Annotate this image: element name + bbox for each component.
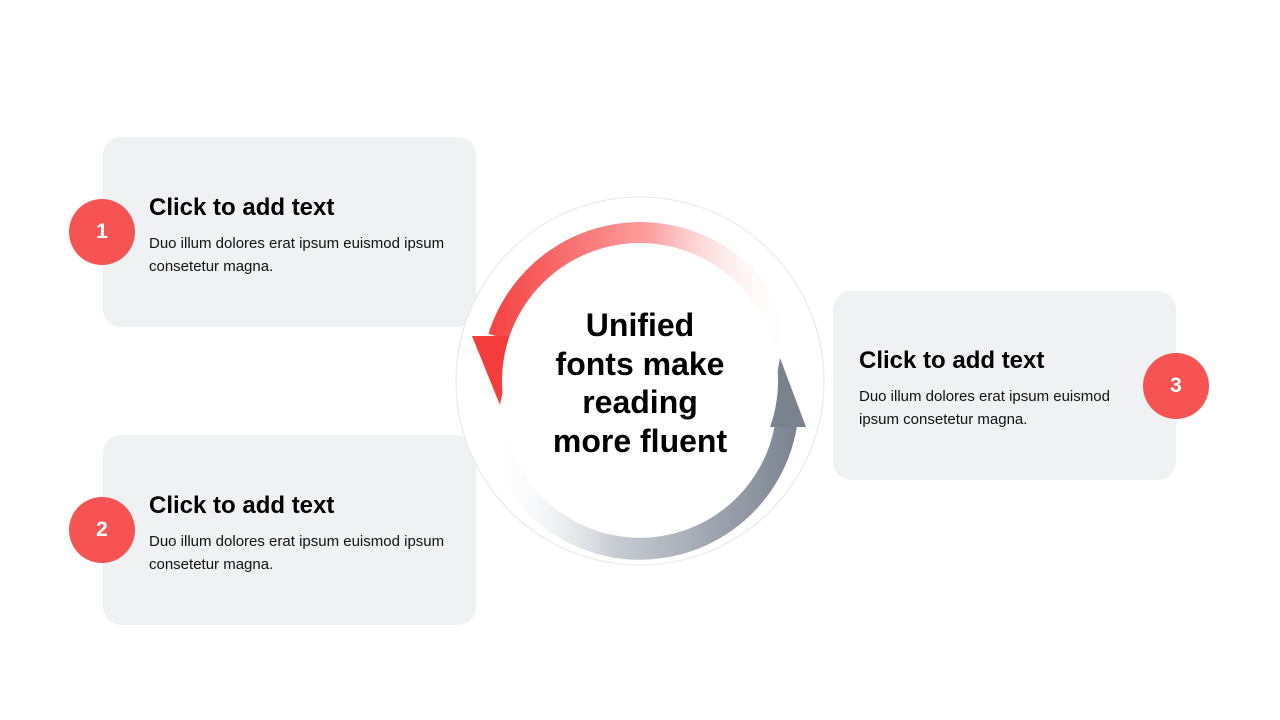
- item-3-title[interactable]: Click to add text: [859, 347, 1045, 374]
- item-2-title[interactable]: Click to add text: [149, 492, 335, 519]
- item-2-body[interactable]: Duo illum dolores erat ipsum euismod ips…: [149, 533, 445, 573]
- center-line: more fluent: [552, 422, 728, 459]
- center-line: reading: [582, 384, 698, 420]
- item-3-body[interactable]: Duo illum dolores erat ipsum euismod ips…: [859, 388, 1110, 428]
- badge-3: 3: [1143, 353, 1209, 419]
- card-1: [103, 137, 476, 327]
- top-arc-arrow: [488, 222, 796, 353]
- badge-1: 1: [69, 199, 135, 265]
- badge-2: 2: [69, 497, 135, 563]
- card-3: [833, 291, 1176, 480]
- inner-circle: [502, 243, 778, 519]
- center-line: fonts make: [555, 345, 725, 382]
- bottom-arc-arrow: [480, 399, 797, 560]
- item-1-body[interactable]: Duo illum dolores erat ipsum euismod ips…: [149, 235, 445, 275]
- center-line: Unified: [585, 307, 695, 343]
- card-2: [103, 435, 476, 625]
- item-1-title[interactable]: Click to add text: [149, 194, 335, 221]
- center-text: Unified fonts make reading more fluent: [520, 306, 760, 460]
